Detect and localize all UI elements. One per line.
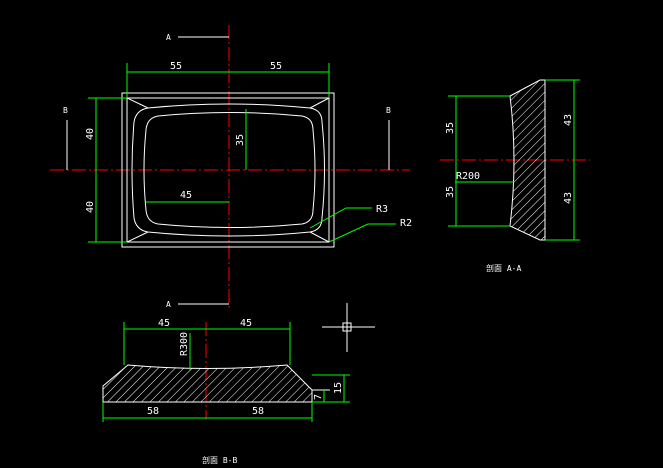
leader-r3 bbox=[309, 207, 372, 229]
dim-r2: R2 bbox=[400, 218, 412, 229]
crosshair-cursor-icon bbox=[322, 303, 375, 352]
bb-title: 剖面 B-B bbox=[202, 455, 237, 465]
bb-dim-bottom bbox=[102, 402, 313, 422]
bb-dim-height-small: 7 bbox=[313, 394, 324, 400]
dim-height-top: 40 bbox=[85, 128, 96, 140]
corner-line-tl bbox=[126, 97, 149, 109]
leader-r2 bbox=[328, 223, 396, 243]
dim-width-left: 55 bbox=[170, 61, 182, 72]
dim-inner-35: 35 bbox=[235, 134, 246, 146]
top-view: A A B B 55 55 40 40 35 45 R3 bbox=[50, 25, 412, 310]
bb-dim-height-total: 15 bbox=[333, 382, 344, 394]
aa-dim-left bbox=[448, 95, 510, 227]
aa-dim-right-bottom: 43 bbox=[563, 192, 574, 204]
section-bb-view: 45 45 R300 58 58 7 15 剖面 B-B bbox=[102, 318, 350, 465]
cavity-inner bbox=[143, 112, 316, 228]
section-b-right-label: B bbox=[386, 106, 391, 115]
dim-inner-45: 45 bbox=[180, 190, 192, 201]
dim-r3: R3 bbox=[376, 204, 388, 215]
bb-dim-r300: R300 bbox=[179, 332, 190, 356]
dim-height bbox=[88, 97, 127, 243]
bb-dim-height bbox=[312, 374, 350, 403]
aa-dim-left-bottom: 35 bbox=[445, 186, 456, 198]
aa-dim-right bbox=[545, 79, 580, 241]
bb-hatched-profile bbox=[102, 364, 313, 403]
aa-hatched-profile bbox=[509, 79, 546, 241]
bb-dim-bottom-right: 58 bbox=[252, 406, 264, 417]
aa-title: 剖面 A-A bbox=[486, 263, 521, 273]
outer-frame-inner bbox=[126, 97, 330, 243]
bb-dim-top-left: 45 bbox=[158, 318, 170, 329]
section-aa-view: 35 35 43 43 R200 剖面 A-A bbox=[440, 79, 590, 273]
outer-frame bbox=[121, 92, 335, 248]
aa-dim-right-top: 43 bbox=[563, 114, 574, 126]
corner-line-tr bbox=[309, 97, 330, 109]
aa-dim-left-top: 35 bbox=[445, 122, 456, 134]
bb-dim-top-right: 45 bbox=[240, 318, 252, 329]
corner-line-br bbox=[309, 231, 330, 243]
bb-dim-bottom-left: 58 bbox=[147, 406, 159, 417]
section-a-bottom-label: A bbox=[166, 300, 171, 309]
section-a-top-label: A bbox=[166, 33, 171, 42]
bb-dim-top bbox=[123, 322, 291, 365]
dim-height-bottom: 40 bbox=[85, 201, 96, 213]
section-b-left-label: B bbox=[63, 106, 68, 115]
dim-width bbox=[126, 63, 330, 98]
aa-dim-r200: R200 bbox=[456, 171, 480, 182]
corner-line-bl bbox=[126, 231, 149, 243]
dim-width-right: 55 bbox=[270, 61, 282, 72]
